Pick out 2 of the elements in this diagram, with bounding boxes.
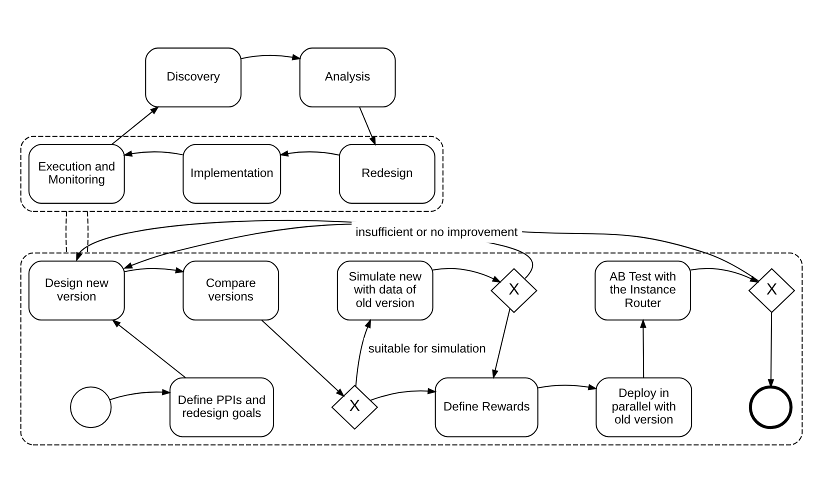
- edge-label: suitable for simulation: [368, 341, 486, 356]
- edge-label: insufficient or no improvement: [356, 224, 518, 238]
